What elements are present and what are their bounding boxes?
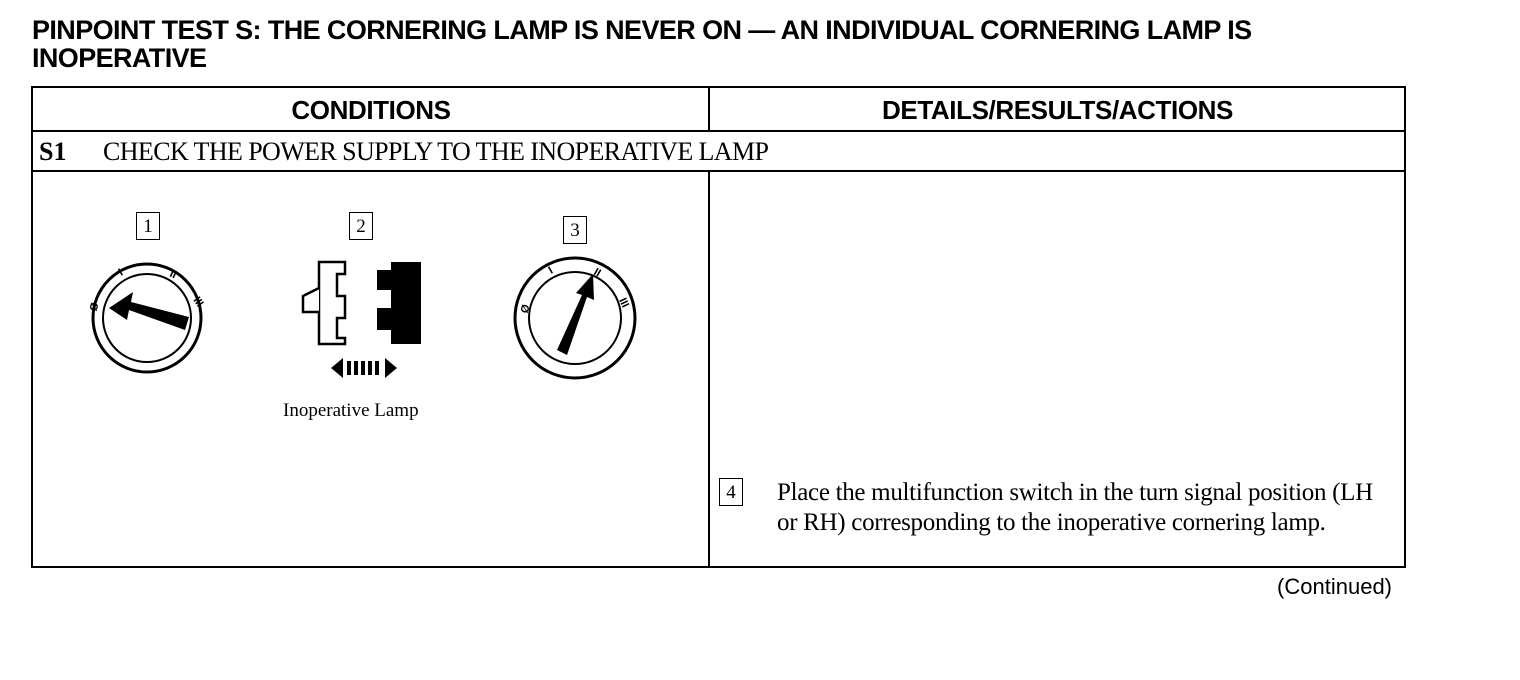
illustration-svg: Ø I II III — [88, 256, 637, 380]
switch3-acc-label: I — [547, 265, 556, 277]
illustration-number-3: 3 — [563, 216, 587, 244]
action-text: Place the multifunction switch in the tu… — [777, 479, 1373, 536]
inoperative-lamp-caption: Inoperative Lamp — [283, 400, 419, 421]
connector-disconnect-icon — [301, 260, 421, 378]
step-row: S1 CHECK THE POWER SUPPLY TO THE INOPERA… — [33, 132, 1404, 172]
pinpoint-test-table: CONDITIONS DETAILS/RESULTS/ACTIONS S1 CH… — [31, 86, 1406, 568]
switch3-run-label: II — [592, 266, 603, 279]
conditions-illustration: Ø I II III — [33, 172, 708, 566]
switch3-start-label: III — [616, 296, 631, 309]
illustration-number-1: 1 — [136, 212, 160, 240]
table-header-row: CONDITIONS DETAILS/RESULTS/ACTIONS — [33, 88, 1404, 132]
switch1-acc-label: I — [117, 267, 126, 279]
switch1-run-label: II — [168, 268, 179, 281]
header-column-divider — [708, 88, 710, 132]
switch1-start-label: III — [191, 295, 206, 309]
body-column-divider — [708, 172, 710, 566]
ignition-switch-run-icon: Ø I II III — [513, 256, 637, 380]
continued-label: (Continued) — [1277, 574, 1392, 599]
conditions-header: CONDITIONS — [291, 95, 451, 125]
details-header: DETAILS/RESULTS/ACTIONS — [882, 95, 1233, 125]
switch1-pointer-icon — [109, 292, 189, 330]
double-arrow-icon — [331, 358, 397, 378]
page-title: PINPOINT TEST S: THE CORNERING LAMP IS N… — [32, 15, 1252, 73]
ignition-switch-off-icon: Ø I II III — [88, 262, 206, 374]
step-label: CHECK THE POWER SUPPLY TO THE INOPERATIV… — [103, 137, 769, 166]
illustration-number-2: 2 — [349, 212, 373, 240]
action-number: 4 — [719, 478, 743, 506]
switch3-pointer-icon — [557, 274, 594, 355]
step-id: S1 — [39, 137, 67, 166]
